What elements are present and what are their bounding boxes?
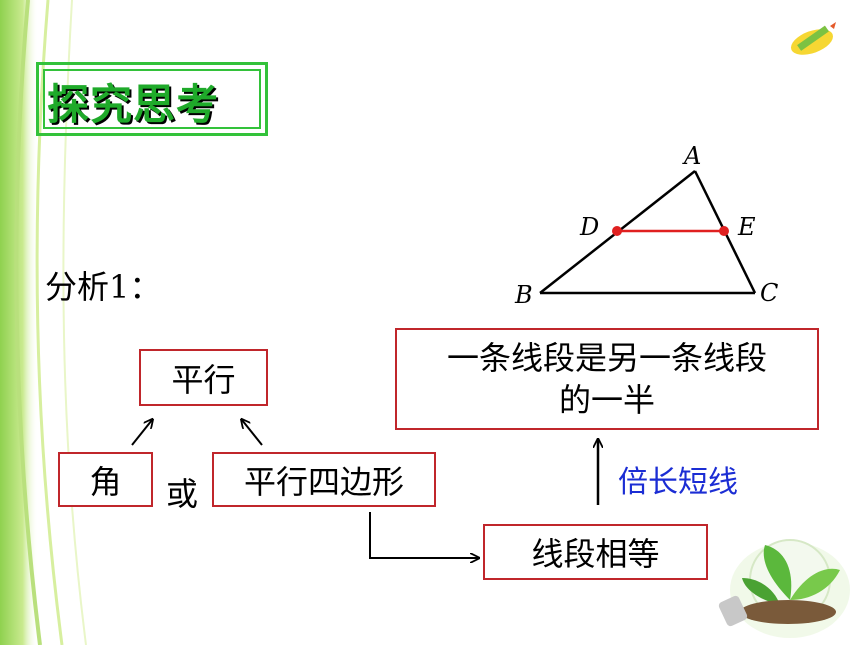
left-curve-3	[62, 0, 87, 645]
title-frame: 探究思考	[36, 62, 268, 136]
pencil-ruler-icon	[790, 22, 836, 55]
lightbulb-plant-icon	[718, 539, 850, 638]
label-c: C	[760, 279, 779, 307]
arrow-parallelogram-to-parallel	[242, 420, 263, 446]
triangle-diagram	[539, 170, 757, 295]
half-segment-line-1: 一条线段是另一条线段	[446, 339, 767, 377]
label-d: D	[580, 213, 600, 241]
slide-title: 探究思考	[47, 80, 220, 129]
analysis-label: 分析1：	[45, 268, 162, 306]
arrow-angle-to-parallel	[131, 420, 152, 446]
parallelogram-box: 平行四边形	[212, 452, 436, 507]
title-inner-frame	[43, 69, 261, 129]
or-text: 或	[166, 475, 199, 513]
label-b: B	[515, 281, 533, 309]
half-segment-box: 一条线段是另一条线段 的一半	[395, 328, 819, 430]
double-median-label: 倍长短线	[618, 465, 738, 500]
arrow-parallelogram-to-equal	[369, 512, 478, 558]
half-segment-line-2: 的一半	[558, 381, 655, 419]
parallel-box: 平行	[139, 349, 268, 406]
angle-box: 角	[58, 452, 153, 507]
equal-segments-box: 线段相等	[483, 524, 708, 580]
left-curve-2	[35, 0, 64, 645]
label-e: E	[738, 213, 756, 241]
point-d	[612, 226, 622, 236]
left-curve-1	[14, 0, 42, 645]
point-e	[719, 226, 729, 236]
label-a: A	[684, 142, 702, 170]
